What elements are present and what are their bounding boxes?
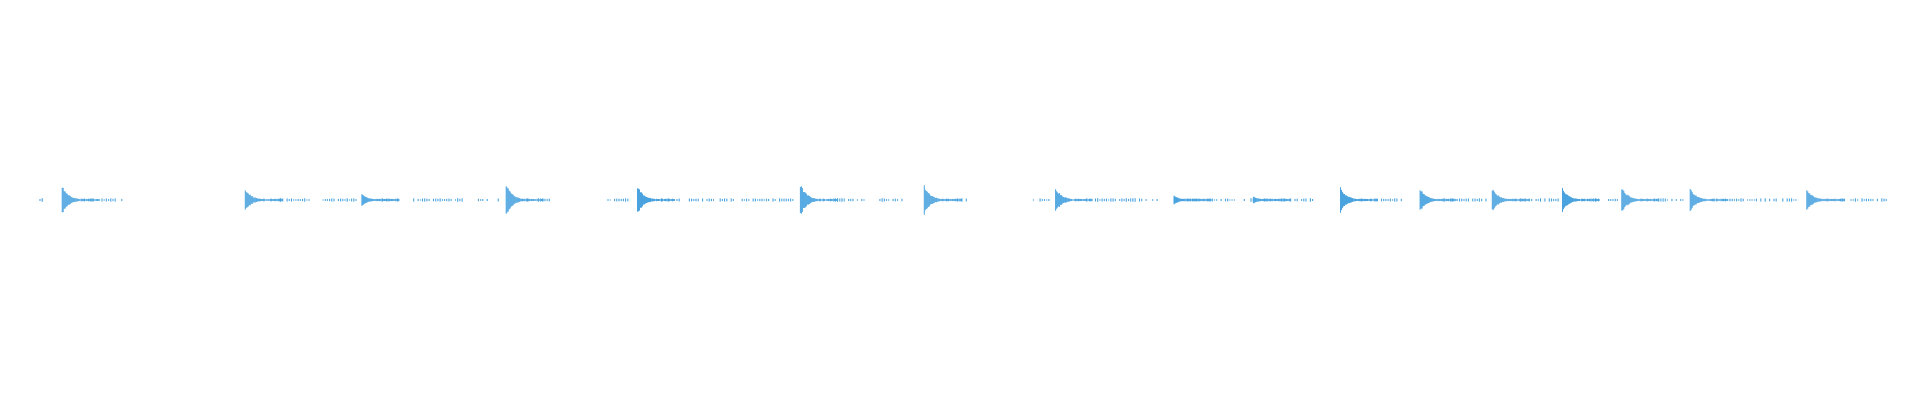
waveform-transient xyxy=(361,194,400,206)
waveform-transient xyxy=(1491,190,1530,210)
noise-segment xyxy=(413,198,463,202)
waveform-transient xyxy=(1689,189,1728,211)
waveform-transient xyxy=(1621,189,1660,211)
waveform-transient xyxy=(1806,190,1845,210)
noise-segment xyxy=(322,198,357,202)
waveform-transient xyxy=(1562,188,1600,212)
waveform-transient xyxy=(637,188,675,212)
waveform-transient xyxy=(1173,195,1212,205)
noise-segment xyxy=(1032,198,1050,202)
waveform-transient xyxy=(505,186,544,214)
noise-segment xyxy=(39,198,43,202)
waveform-transient xyxy=(1419,190,1458,210)
noise-segment xyxy=(607,198,629,202)
waveform-transient xyxy=(1253,196,1292,204)
waveform-transient xyxy=(244,190,283,210)
waveform-noise-layer xyxy=(39,198,1887,202)
noise-segment xyxy=(879,198,903,202)
waveform-transient xyxy=(1055,189,1094,211)
waveform-transient xyxy=(1340,187,1378,213)
waveform-transient xyxy=(61,187,100,213)
noise-segment xyxy=(688,198,794,202)
waveform-transient xyxy=(923,185,962,215)
waveform-transient xyxy=(799,186,838,214)
noise-segment xyxy=(1828,198,1887,202)
noise-segment xyxy=(477,198,499,202)
waveform-transient-layer xyxy=(61,185,1845,215)
